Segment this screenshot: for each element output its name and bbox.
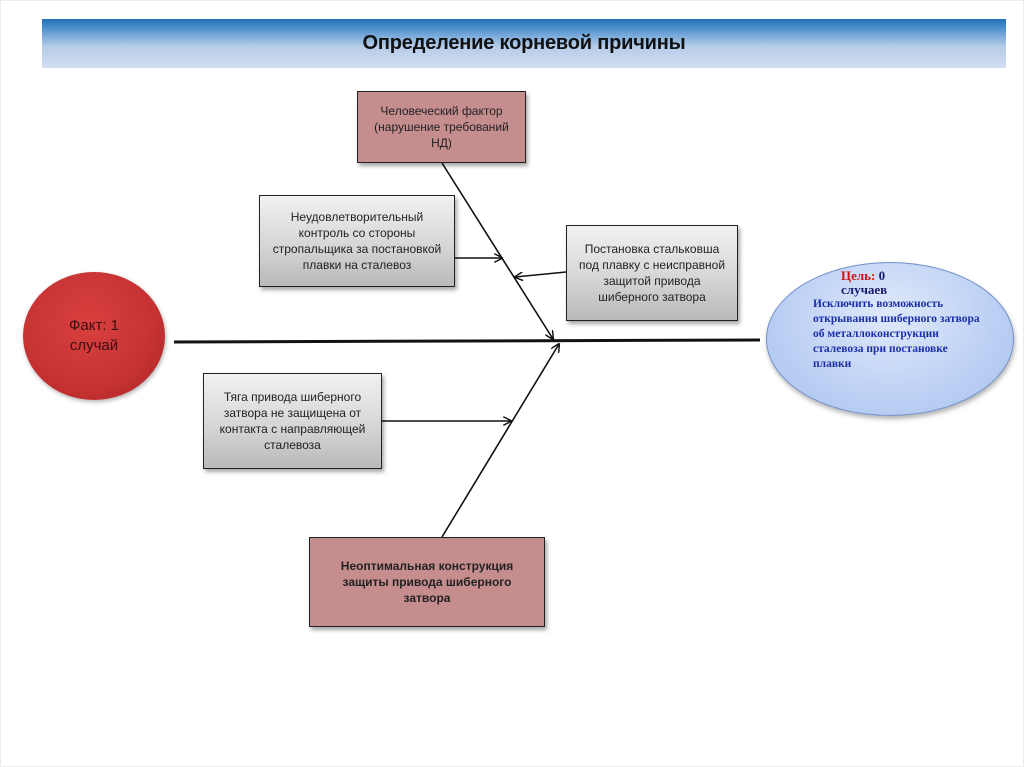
cause-design-flaw: Неоптимальная конструкция защиты привода… xyxy=(309,537,545,627)
bone-human-factor xyxy=(441,162,553,339)
cause-unprotected-rod: Тяга привода шиберного затвора не защище… xyxy=(203,373,382,469)
spine-line xyxy=(173,338,761,344)
goal-heading: Цель: 0 случаев xyxy=(841,269,921,297)
goal-value: 0 случаев xyxy=(841,268,888,297)
cause-unprotected-rod-text: Тяга привода шиберного затвора не защище… xyxy=(219,390,366,452)
cause-human-factor-text: Человеческий фактор (нарушение требовани… xyxy=(374,104,509,150)
cause-poor-control-text: Неудовлетворительный контроль со стороны… xyxy=(272,210,442,272)
cause-human-factor: Человеческий фактор (нарушение требовани… xyxy=(357,91,526,163)
cause-faulty-placement-text: Постановка стальковша под плавку с неисп… xyxy=(578,242,726,304)
cause-poor-control: Неудовлетворительный контроль со стороны… xyxy=(259,195,455,287)
goal-label: Цель: xyxy=(841,268,876,283)
fact-text: Факт: 1 случай xyxy=(68,317,120,354)
title-bar: Определение корневой причины xyxy=(42,19,1006,68)
bone-design-flaw xyxy=(441,344,559,538)
cause-faulty-placement: Постановка стальковша под плавку с неисп… xyxy=(566,225,738,321)
arrow-faulty-placement xyxy=(515,271,567,277)
fact-circle: Факт: 1 случай xyxy=(23,272,165,400)
goal-description: Исключить возможность открывания шиберно… xyxy=(813,298,980,370)
goal-ellipse: Цель: 0 случаев Исключить возможность от… xyxy=(766,262,1014,416)
slide-title: Определение корневой причины xyxy=(362,32,686,54)
cause-design-flaw-text: Неоптимальная конструкция защиты привода… xyxy=(340,559,514,605)
